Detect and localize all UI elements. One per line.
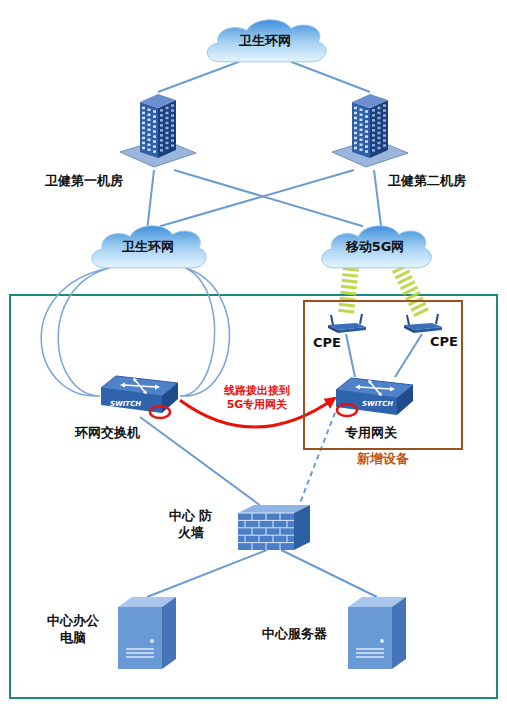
cloud-node: 卫生环网 [200,14,330,66]
connector-line [148,170,155,226]
node-label: CPE [313,334,341,351]
group-box: 新增设备CPECPE专用网关 [303,300,463,450]
cloud-node: 卫生环网 [85,220,210,272]
connector-line [160,170,354,226]
switch-node: 专用网关 [335,377,415,419]
connector-line [147,550,267,597]
node-label: 移动5G网 [315,220,435,272]
device-brand: SWITCH [110,400,141,408]
group-title: 新增设备 [305,450,461,467]
connector-line [158,62,239,92]
node-label: 专用网关 [345,424,397,441]
cpe-icon [400,314,444,334]
connector-line [140,417,260,505]
switch-icon [335,377,415,419]
port-circle [150,406,170,418]
connector-line [41,268,229,396]
firewall-icon [238,505,310,550]
connector-line [395,334,422,377]
wireless-link [346,268,351,314]
cpe-icon [324,314,368,334]
node-label: 卫生环网 [85,220,210,272]
switch-node: 环网交换机 [100,375,180,417]
server-node: 中心办公 电脑 [118,597,176,669]
connector-line [291,62,370,92]
cpe-node: CPE [400,314,444,334]
node-label: 卫生环网 [200,14,330,66]
connector-line [281,550,377,597]
connector-line [374,170,381,226]
port-circle [337,404,357,416]
building-node: 卫健第二机房 [330,92,410,170]
building-icon [118,92,198,170]
connector-line [174,170,363,226]
connector-line [346,334,355,377]
building-icon [330,92,410,170]
node-label: 中心服务器 [262,625,327,642]
wireless-link [399,268,422,314]
node-label: CPE [430,333,458,350]
node-label: 中心 防火墙 [168,507,213,541]
node-label: 卫健第一机房 [45,172,123,189]
device-brand: SWITCH [362,400,393,408]
switch-icon [100,375,180,417]
server-node: 中心服务器 [348,597,406,669]
firewall-node: 中心 防火墙 [238,505,310,550]
node-label: 中心办公 电脑 [44,612,102,646]
building-node: 卫健第一机房 [118,92,198,170]
center-frame [10,295,497,698]
node-label: 卫健第二机房 [388,172,466,189]
server-icon [348,597,406,669]
cloud-node: 移动5G网 [315,220,435,272]
edge-label: 线路拨出接到 5G专用网关 [215,384,299,412]
cpe-node: CPE [324,314,368,334]
node-label: 环网交换机 [75,424,140,441]
server-icon [118,597,176,669]
